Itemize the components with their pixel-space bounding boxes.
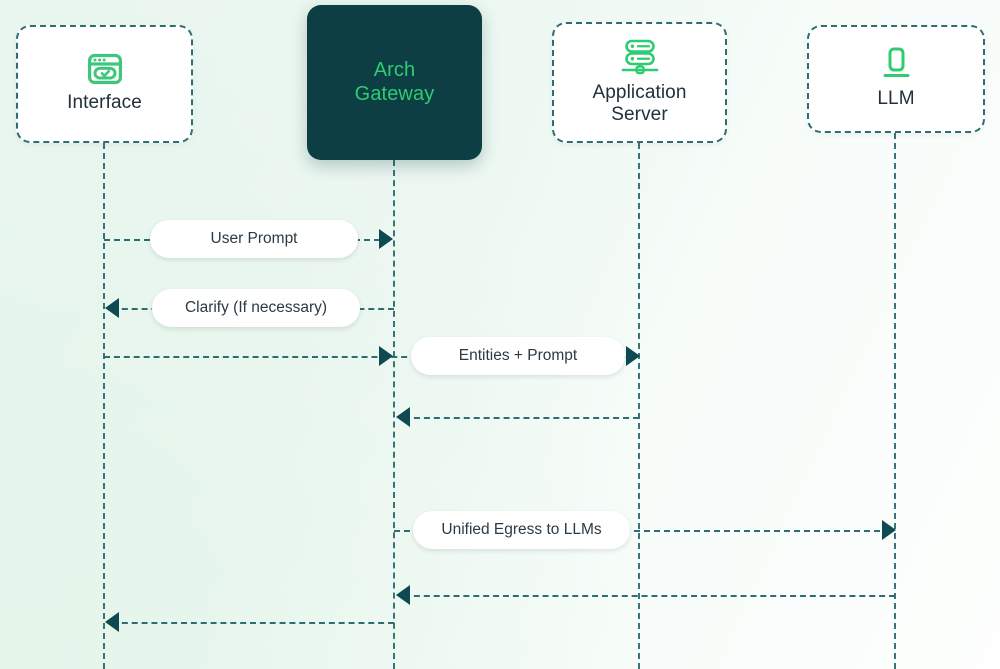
- arrowhead-app-server-response: [396, 407, 410, 427]
- message-line-app-server-response: [404, 417, 639, 419]
- message-line-unified-egress: [394, 530, 890, 532]
- arrowhead-final-response: [105, 612, 119, 632]
- arrowhead-llm-response: [396, 585, 410, 605]
- arrowhead-user-prompt: [379, 229, 393, 249]
- message-line-final-response: [112, 622, 394, 624]
- participant-llm[interactable]: LLM: [807, 25, 985, 133]
- participant-label-arch-gateway-line2: Gateway: [354, 82, 435, 105]
- lifeline-application-server: [638, 143, 640, 669]
- lifeline-interface: [103, 143, 105, 669]
- arrowhead-unified-egress: [882, 520, 896, 540]
- participant-label-llm: LLM: [877, 88, 915, 110]
- participant-label-application-server-line2: Server: [611, 104, 668, 125]
- participant-label-arch-gateway-line1: Arch: [373, 58, 416, 81]
- participant-interface[interactable]: Interface: [16, 25, 193, 143]
- browser-window-check-icon: [87, 53, 122, 85]
- server-rack-icon: [620, 39, 660, 75]
- lifeline-arch-gateway: [393, 160, 395, 669]
- message-label-entities-prompt: Entities + Prompt: [411, 337, 625, 375]
- arrowhead-clarify: [105, 298, 119, 318]
- arrowhead-entities-prompt-appserver: [626, 346, 640, 366]
- message-label-user-prompt: User Prompt: [150, 220, 358, 258]
- device-screen-icon: [881, 47, 911, 81]
- participant-label-application-server-line1: Application: [592, 81, 687, 103]
- arrowhead-entities-prompt-gateway: [379, 346, 393, 366]
- participant-label-interface: Interface: [67, 92, 142, 114]
- message-label-clarify: Clarify (If necessary): [152, 289, 360, 327]
- participant-application-server[interactable]: Application Server: [552, 22, 727, 143]
- message-label-unified-egress: Unified Egress to LLMs: [413, 511, 630, 549]
- lifeline-llm: [894, 133, 896, 669]
- participant-arch-gateway[interactable]: Arch Gateway: [307, 5, 482, 160]
- message-line-llm-response: [404, 595, 895, 597]
- message-line-entities-prompt: [104, 356, 635, 358]
